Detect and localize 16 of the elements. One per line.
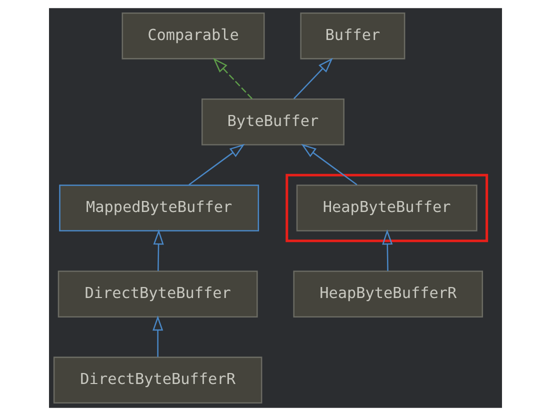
arrow xyxy=(213,58,252,100)
node-box: MappedByteBuffer xyxy=(59,184,260,232)
node-box: Buffer xyxy=(300,12,406,60)
arrow xyxy=(293,58,333,100)
node-box: DirectByteBufferR xyxy=(53,356,262,404)
node-box: ByteBuffer xyxy=(201,98,344,146)
arrow xyxy=(152,315,164,357)
node-box: DirectByteBuffer xyxy=(58,270,258,318)
node-box: HeapByteBufferR xyxy=(293,270,484,318)
arrow xyxy=(188,144,245,186)
node-box: Comparable xyxy=(122,12,265,60)
cluster xyxy=(286,174,488,242)
arrow xyxy=(301,144,358,186)
arrow xyxy=(382,229,393,271)
node-box: HeapByteBuffer xyxy=(296,184,478,232)
arrow xyxy=(153,229,164,271)
